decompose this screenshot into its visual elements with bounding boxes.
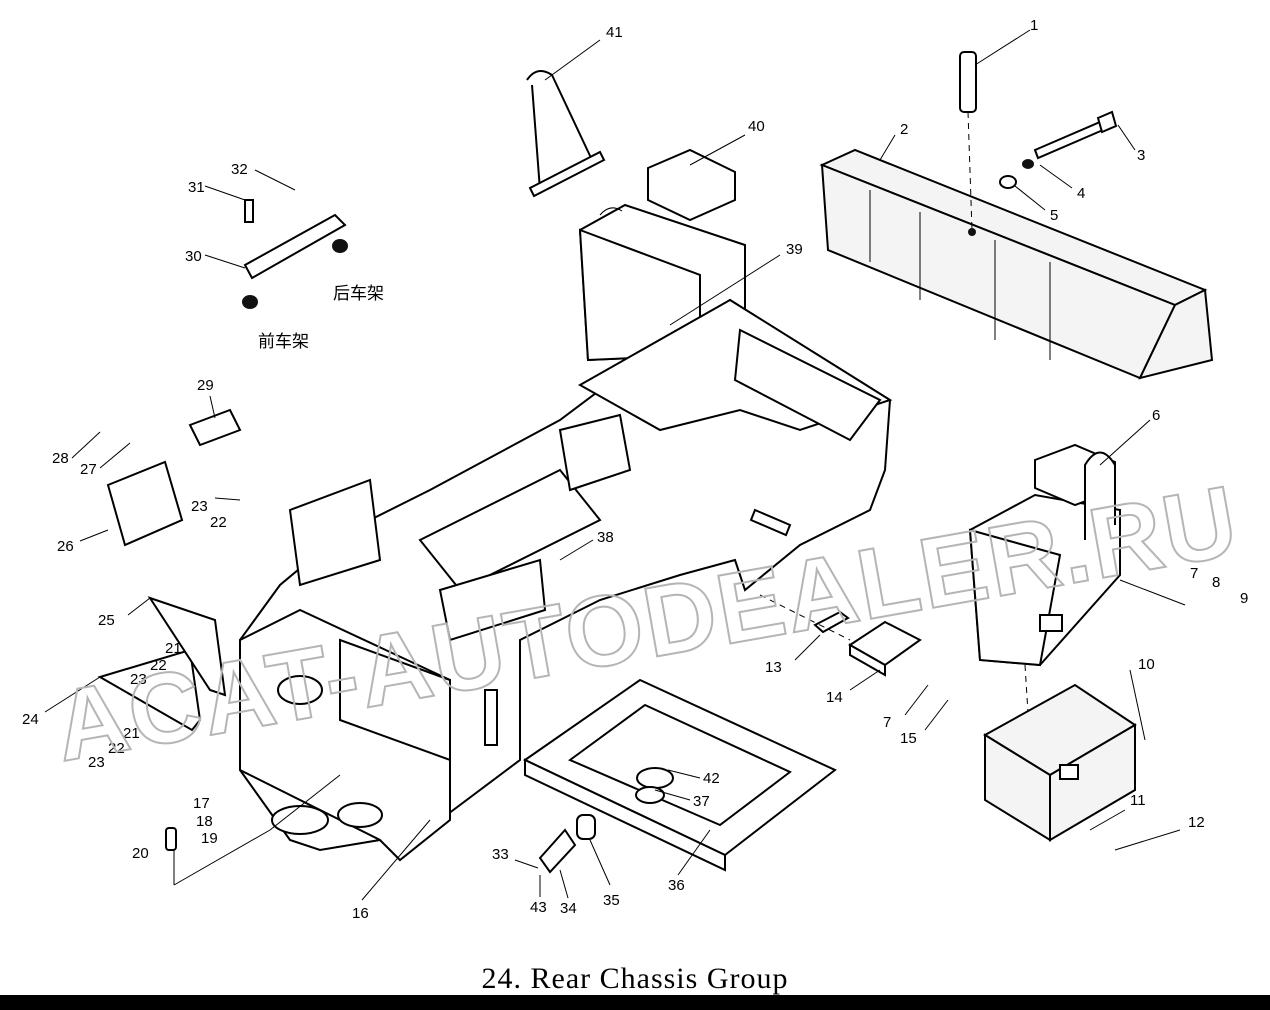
callout-22a: 22 — [150, 657, 167, 674]
callout-14: 14 — [826, 689, 843, 706]
callout-2: 2 — [900, 121, 908, 138]
link-bar-part — [242, 199, 348, 309]
bottom-bar — [0, 995, 1270, 1010]
handle-bar-part — [526, 70, 606, 198]
callout-17: 17 — [193, 795, 210, 812]
step-part — [759, 594, 922, 677]
callout-6: 6 — [1152, 407, 1160, 424]
callout-21b: 21 — [123, 725, 140, 742]
block-part — [983, 683, 1137, 842]
callout-10: 10 — [1138, 656, 1155, 673]
bottom-guard-frame-part — [523, 678, 837, 872]
callout-22c: 22 — [210, 514, 227, 531]
callout-29: 29 — [197, 377, 214, 394]
callout-33: 33 — [492, 846, 509, 863]
tool-box-part — [968, 443, 1121, 746]
rear-chassis-frame-part — [239, 298, 893, 862]
callout-40: 40 — [748, 118, 765, 135]
callout-23b: 23 — [88, 754, 105, 771]
pin-bushing-part — [538, 814, 596, 874]
callout-19: 19 — [201, 830, 218, 847]
callout-25: 25 — [98, 612, 115, 629]
callout-42: 42 — [703, 770, 720, 787]
callout-13: 13 — [765, 659, 782, 676]
callout-7a: 7 — [1190, 565, 1198, 582]
callout-26: 26 — [57, 538, 74, 555]
callout-22b: 22 — [108, 740, 125, 757]
callout-36: 36 — [668, 877, 685, 894]
leader-lines — [44, 29, 1186, 901]
callout-15: 15 — [900, 730, 917, 747]
callout-32: 32 — [231, 161, 248, 178]
front-frame-label: 前车架 — [258, 332, 309, 352]
callout-3: 3 — [1137, 147, 1145, 164]
callout-31: 31 — [188, 179, 205, 196]
counterweight-part — [819, 148, 1214, 380]
callout-1: 1 — [1030, 17, 1038, 34]
callout-5: 5 — [1050, 207, 1058, 224]
diagram-caption: 24. Rear Chassis Group — [481, 962, 789, 995]
callout-9: 9 — [1240, 590, 1248, 607]
callout-20: 20 — [132, 845, 149, 862]
rear-frame-label: 后车架 — [333, 284, 384, 304]
callout-18: 18 — [196, 813, 213, 830]
callout-16: 16 — [352, 905, 369, 922]
callout-34: 34 — [560, 900, 577, 917]
callout-12: 12 — [1188, 814, 1205, 831]
callout-30: 30 — [185, 248, 202, 265]
callout-38: 38 — [597, 529, 614, 546]
callout-28: 28 — [52, 450, 69, 467]
callout-11: 11 — [1130, 792, 1146, 809]
callout-labels: 1 2 3 4 5 6 7 8 9 10 11 12 13 14 7 15 16… — [22, 17, 1248, 922]
left-brackets-part — [97, 408, 242, 851]
callout-35: 35 — [603, 892, 620, 909]
callout-43: 43 — [530, 899, 547, 916]
callout-27: 27 — [80, 461, 97, 478]
counterweight-bolt-part — [999, 110, 1118, 189]
callout-41: 41 — [606, 24, 623, 41]
callout-8: 8 — [1212, 574, 1220, 591]
callout-23c: 23 — [191, 498, 208, 515]
callout-39: 39 — [786, 241, 803, 258]
callout-4: 4 — [1077, 185, 1085, 202]
callout-23a: 23 — [130, 671, 147, 688]
lifting-pin-part — [959, 51, 977, 231]
callout-7b: 7 — [883, 714, 891, 731]
callout-21a: 21 — [165, 640, 182, 657]
callout-24: 24 — [22, 711, 39, 728]
callout-37: 37 — [693, 793, 710, 810]
